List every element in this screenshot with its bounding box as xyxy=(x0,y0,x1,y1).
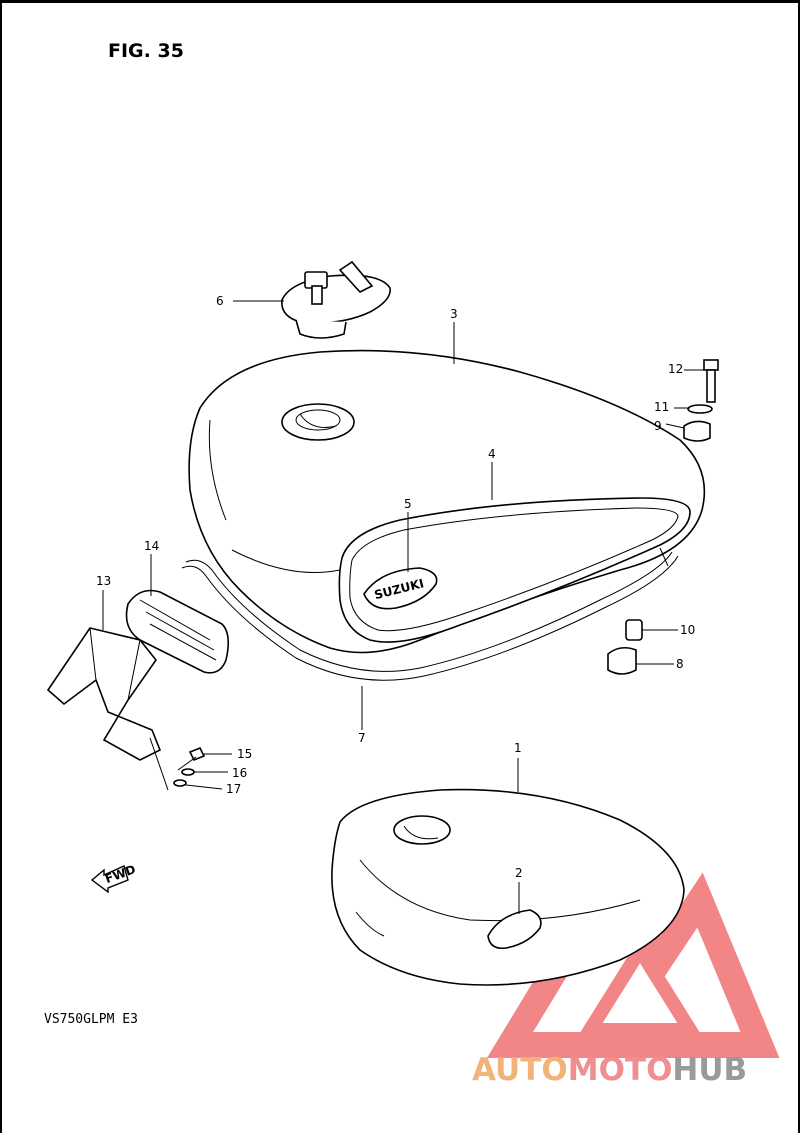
figure-title: FIG. 35 xyxy=(108,40,184,62)
callout-numbers: 1 2 3 4 5 6 7 8 9 10 11 12 13 14 15 16 1… xyxy=(96,294,695,880)
watermark-auto: AUTO xyxy=(472,1052,568,1088)
fwd-arrow-icon: FWD xyxy=(90,862,137,894)
front-mount-parts xyxy=(607,619,643,675)
fuel-tank-assy-part xyxy=(331,788,685,986)
rubber-strip-part xyxy=(181,547,679,681)
tank-trim-part xyxy=(338,497,691,643)
callout-3: 3 xyxy=(450,307,458,321)
leader-lines xyxy=(102,300,706,914)
watermark-wordmark: AUTOMOTOHUB xyxy=(472,1052,747,1088)
emblem-lower-part xyxy=(487,909,542,950)
left-border xyxy=(0,0,2,1133)
callout-14: 14 xyxy=(144,539,159,553)
callout-5: 5 xyxy=(404,497,412,511)
callout-8: 8 xyxy=(676,657,684,671)
callout-10: 10 xyxy=(680,623,695,637)
watermark-hub: HUB xyxy=(672,1052,748,1088)
callout-16: 16 xyxy=(232,766,247,780)
callout-4: 4 xyxy=(488,447,496,461)
top-border xyxy=(0,0,800,3)
callout-13: 13 xyxy=(96,574,111,588)
callout-2: 2 xyxy=(515,866,523,880)
fuel-cap-part xyxy=(281,260,391,339)
rear-mount-parts xyxy=(683,359,719,442)
watermark-moto: MOTO xyxy=(567,1052,673,1088)
bracket-part xyxy=(46,627,162,761)
callout-11: 11 xyxy=(654,400,669,414)
suzuki-emblem-part: SUZUKI xyxy=(363,567,438,610)
callout-1: 1 xyxy=(514,741,522,755)
model-code: VS750GLPM E3 xyxy=(44,1012,138,1027)
callout-6: 6 xyxy=(216,294,224,308)
callout-15: 15 xyxy=(237,747,252,761)
callout-12: 12 xyxy=(668,362,683,376)
callout-17: 17 xyxy=(226,782,241,796)
callout-7: 7 xyxy=(358,731,366,745)
callout-9: 9 xyxy=(654,419,662,433)
right-border xyxy=(798,0,800,1133)
screw-washer-parts xyxy=(173,746,206,787)
